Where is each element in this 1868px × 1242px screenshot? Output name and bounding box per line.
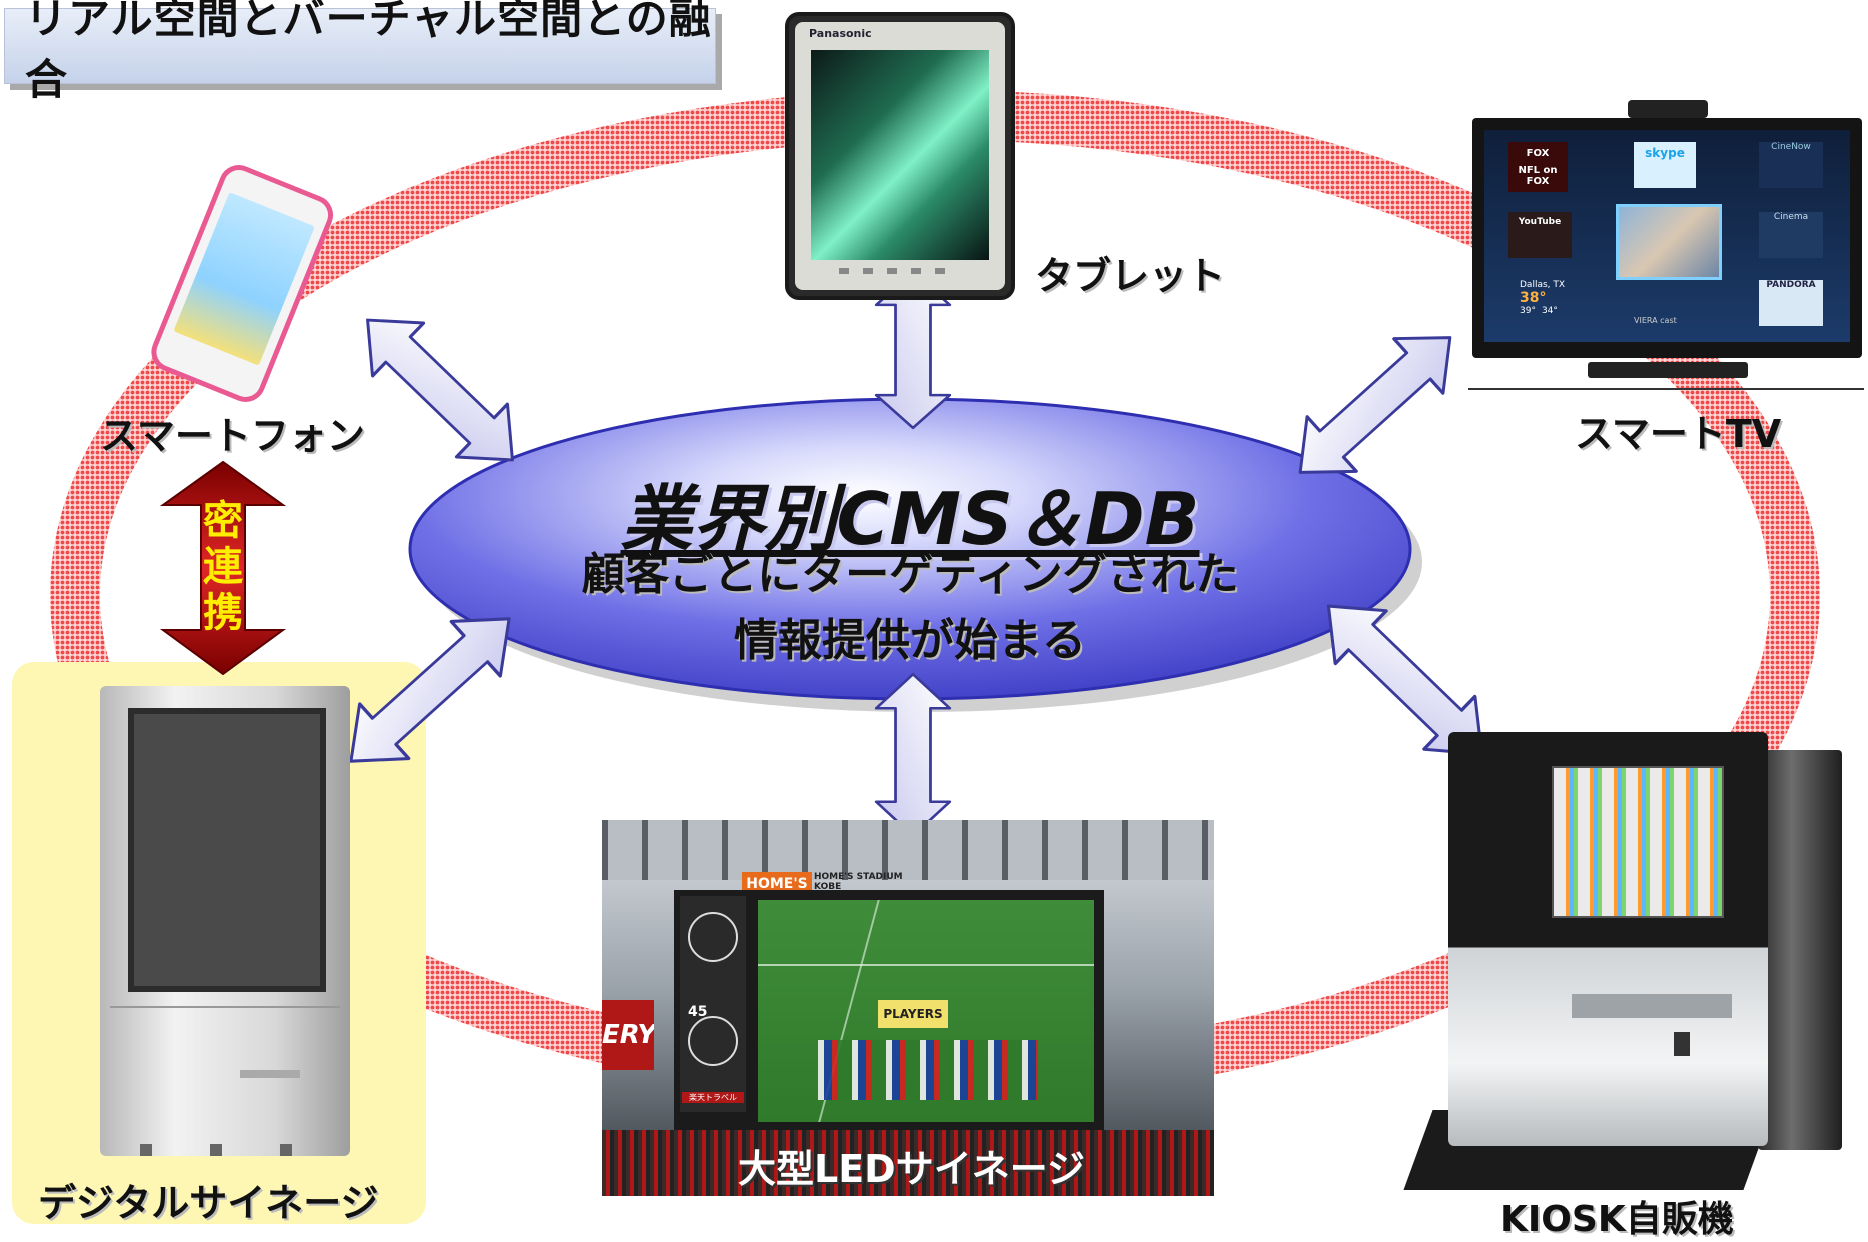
tablet-image: Panasonic xyxy=(785,12,1015,300)
clock-icon xyxy=(688,912,738,962)
cooperation-char-2: 連 xyxy=(203,544,243,590)
stadium-image: HOME'S HOME'S STADIUM KOBE ERY 45 楽天トラベル… xyxy=(602,820,1214,1196)
tv-tile-youtube: YouTube xyxy=(1508,212,1572,258)
tv-tile-cinenow: CineNow xyxy=(1759,142,1823,188)
tv-brand: VIERA cast xyxy=(1634,316,1677,325)
timer-icon xyxy=(688,1016,738,1066)
tv-tile-fox: FOX NFL on FOX xyxy=(1508,142,1568,192)
cooperation-label: 密 連 携 xyxy=(198,498,248,636)
kiosk-body xyxy=(1448,732,1768,1146)
cooperation-char-3: 携 xyxy=(203,590,243,636)
tv-center-video xyxy=(1616,204,1722,280)
led-label: 大型LEDサイネージ xyxy=(738,1147,1085,1191)
center-line-2: 情報提供が始まる xyxy=(734,615,1086,666)
smarttv-label: スマートTV xyxy=(1575,412,1782,456)
tv-weather-lo: 34° xyxy=(1541,306,1558,316)
players-flag: PLAYERS xyxy=(878,1000,948,1028)
clock-panel: 45 楽天トラベル xyxy=(680,896,746,1112)
arrow-smartphone xyxy=(340,292,540,488)
page-title: リアル空間とバーチャル空間との融合 xyxy=(4,0,716,104)
crowd xyxy=(602,1130,1214,1196)
tv-weather-temp: 38° xyxy=(1520,290,1547,306)
arrow-smarttv xyxy=(1274,308,1476,502)
center-line-1: 顧客ごとにターゲティングされた xyxy=(581,549,1239,600)
center-title: 業界別CMS＆DB xyxy=(620,477,1200,561)
signage-image xyxy=(100,686,350,1156)
tablet-buttons xyxy=(839,268,959,274)
tv-screen: FOX NFL on FOX skype CineNow YouTube Cin… xyxy=(1484,130,1850,342)
smartphone-label: スマートフォン xyxy=(100,414,365,458)
smarttv-image: FOX NFL on FOX skype CineNow YouTube Cin… xyxy=(1468,100,1866,400)
led-screen: PLAYERS xyxy=(758,900,1094,1122)
signage-label: デジタルサイネージ xyxy=(38,1181,379,1225)
tv-tile-skype: skype xyxy=(1634,142,1696,188)
cooperation-char-1: 密 xyxy=(203,498,243,544)
tablet-label: タブレット xyxy=(1035,254,1226,298)
tablet-brand: Panasonic xyxy=(809,27,872,40)
kiosk-screen xyxy=(1552,766,1724,918)
tv-stand xyxy=(1588,362,1748,378)
kiosk-image xyxy=(1398,722,1860,1192)
arrow-led xyxy=(874,672,952,838)
kiosk-side-unit xyxy=(1758,750,1842,1150)
tv-weather-city: Dallas, TX xyxy=(1520,280,1566,290)
tv-weather: Dallas, TX 38° 39° 34° xyxy=(1520,280,1612,330)
signage-screen xyxy=(128,708,326,992)
ad-banner: 楽天トラベル xyxy=(682,1092,744,1103)
timer-value: 45 xyxy=(688,1004,708,1020)
players-group xyxy=(818,1040,1038,1100)
stadium-name: HOME'S STADIUM KOBE xyxy=(814,872,903,892)
cooperation-arrow xyxy=(159,460,287,676)
stadium-side-sign: ERY xyxy=(602,1000,654,1070)
tablet-screen xyxy=(811,50,989,260)
tv-tile-pandora: PANDORA xyxy=(1759,280,1823,326)
kiosk-label: KIOSK自販機 xyxy=(1500,1199,1734,1240)
smartphone-screen xyxy=(173,192,315,366)
tv-weather-hi: 39° xyxy=(1520,306,1536,316)
tv-tile-cinema: Cinema xyxy=(1759,212,1823,258)
